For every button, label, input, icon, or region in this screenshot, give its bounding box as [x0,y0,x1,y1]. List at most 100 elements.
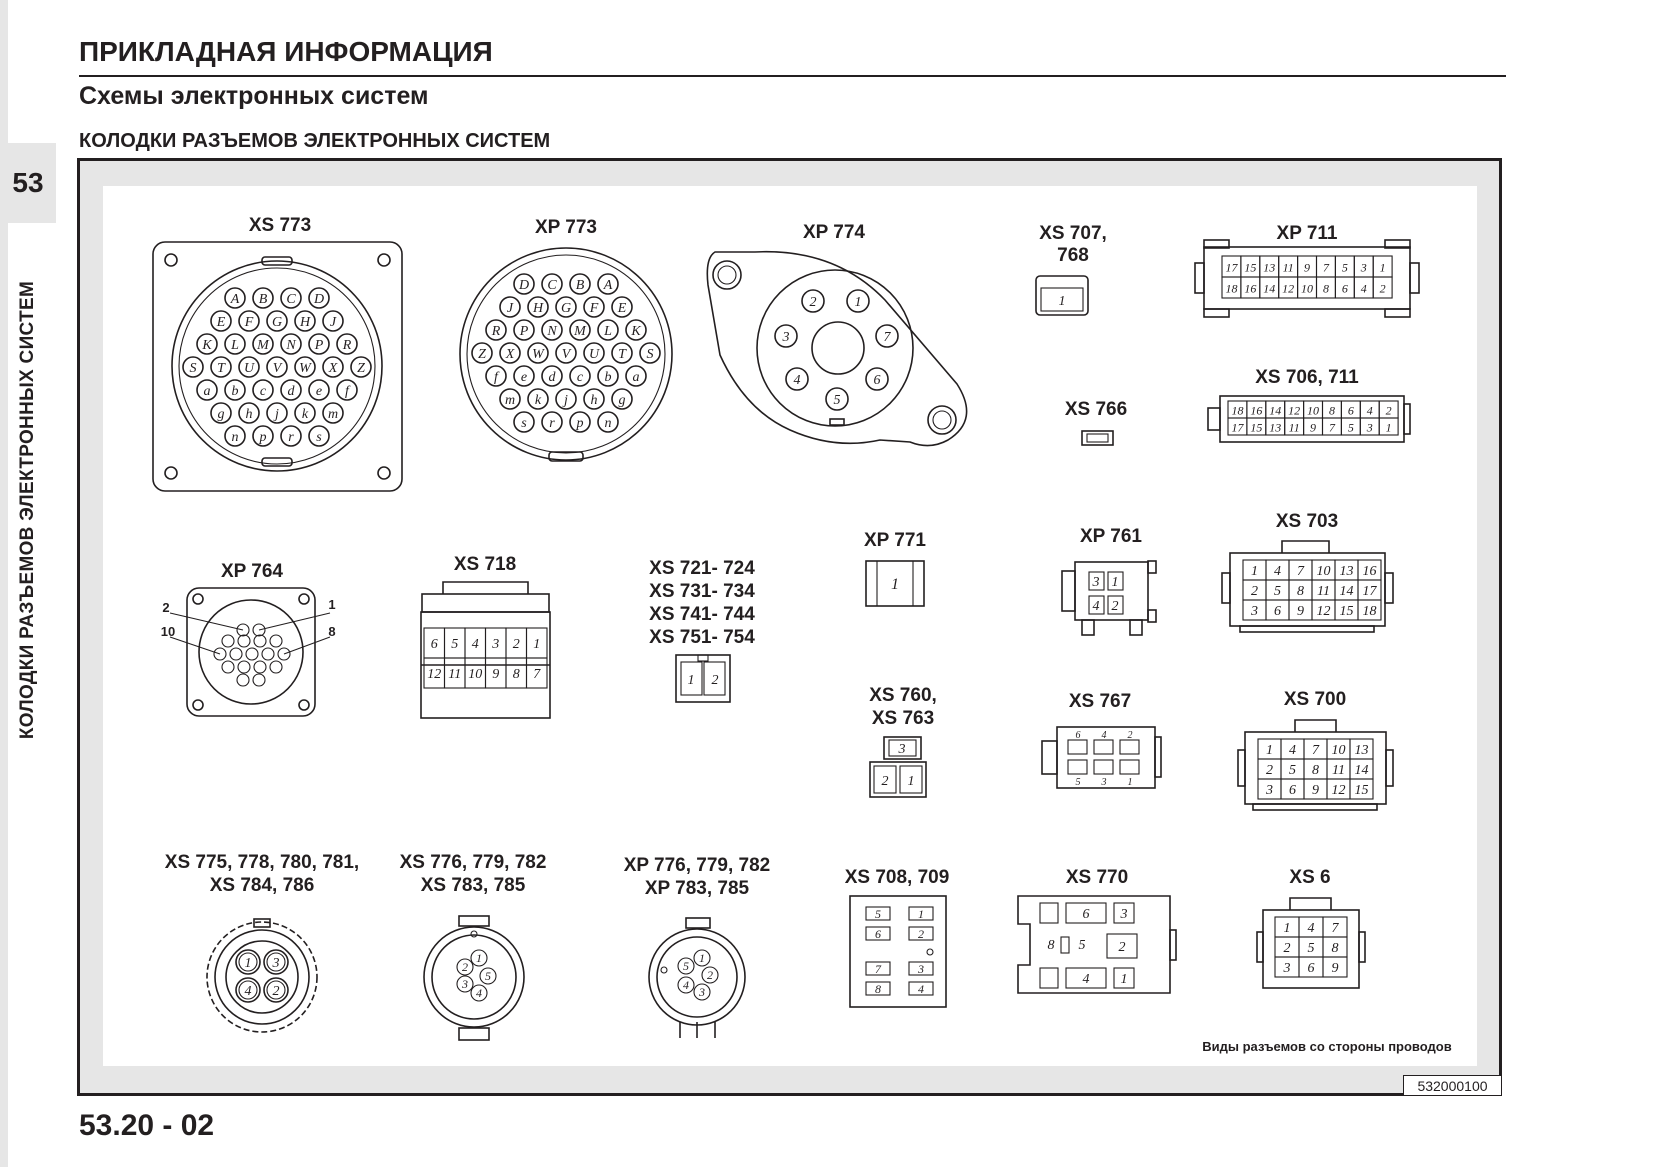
marker [660,966,668,974]
pin: 10 [1311,559,1336,581]
svg-text:M: M [256,338,270,353]
pin: f [485,365,507,387]
svg-text:b: b [232,384,239,399]
svg-text:10: 10 [1332,743,1346,758]
svg-text:S: S [647,347,654,362]
latch [1203,239,1230,249]
pin: 16 [1246,400,1267,419]
pin: c [252,379,274,401]
pin: J [499,296,521,318]
svg-text:L: L [230,338,239,353]
connector-label: XP 771 [864,530,926,551]
pin: 1 [693,949,711,967]
pin-cavity [703,661,726,696]
svg-text:G: G [561,301,571,316]
svg-text:S: S [190,361,197,376]
pin: U [238,356,260,378]
svg-text:C: C [547,278,557,293]
pin: 16 [1357,559,1382,581]
connector-face [171,260,383,472]
svg-text:11: 11 [448,667,461,682]
pin: 2 [801,289,825,313]
svg-text:7: 7 [1332,921,1340,936]
svg-text:4: 4 [472,637,479,652]
connector-label: XP 776, 779, 782 [624,855,771,876]
mount-hole [927,405,957,435]
svg-text:U: U [589,347,600,362]
pin: 5 [479,967,497,985]
pin: 9 [1297,255,1318,278]
svg-text:15: 15 [1244,261,1256,275]
pin: L [597,319,619,341]
pin: R [485,319,507,341]
pin-label: 5 [1076,777,1081,788]
svg-text:3: 3 [1283,961,1291,976]
svg-text:3: 3 [491,637,499,652]
pin: 11 [1311,579,1336,601]
svg-text:9: 9 [1310,421,1316,435]
connector-insert [225,940,299,1014]
pin: 1 [846,289,870,313]
pin: T [210,356,232,378]
connector-label: XS 783, 785 [421,875,526,896]
pin: G [555,296,577,318]
pin: G [266,310,288,332]
svg-text:k: k [535,393,542,408]
connector-housing [865,560,925,607]
pin: 14 [1265,400,1286,419]
latch [1203,308,1230,318]
connector-label: XS 767 [1069,691,1131,712]
svg-text:e: e [521,370,527,385]
pin-cavity [1060,936,1070,954]
key-slot [261,457,293,467]
pin-label: 2 [712,673,719,688]
center-hub [811,321,865,375]
svg-text:B: B [576,278,585,293]
connector-label: XS 751- 754 [649,627,755,648]
pin: 3 [263,949,289,975]
pin: 9 [1288,599,1313,621]
svg-text:13: 13 [1355,743,1369,758]
pin: n [224,425,246,447]
connector-label: 768 [1057,245,1089,266]
latch-top [442,581,529,594]
pin: 17 [1227,417,1248,436]
pin: F [238,310,260,332]
pin: 3 [1353,255,1374,278]
svg-text:1: 1 [533,637,540,652]
svg-text:d: d [549,370,557,385]
svg-text:F: F [589,301,599,316]
section-title: КОЛОДКИ РАЗЪЕМОВ ЭЛЕКТРОННЫХ СИСТЕМ [79,130,551,152]
connector-xs767: XS 767 6 4 2 5 3 1 [1041,691,1162,789]
svg-text:11: 11 [1289,421,1300,435]
pin: 13 [1259,255,1280,278]
svg-text:8: 8 [1312,763,1319,778]
latch-top [458,915,490,927]
pin: 12 [1326,778,1351,800]
pin: 13 [1265,417,1286,436]
svg-text:N: N [285,338,296,353]
svg-text:T: T [217,361,226,376]
side-lock [1358,931,1366,963]
pin: 3 [484,627,507,659]
pin: 10 [464,657,487,689]
svg-text:15: 15 [1340,604,1354,619]
pin-label: 1 [688,673,695,688]
connector-face [459,247,673,461]
svg-text:18: 18 [1231,404,1243,418]
connector-ring [206,921,318,1033]
pin-label: 5 [1079,938,1086,953]
pin: 13 [1334,559,1359,581]
svg-text:7: 7 [1323,261,1330,275]
svg-text:15: 15 [1355,783,1369,798]
latch [1384,308,1411,318]
figure-code: 532000100 [1403,1075,1502,1096]
pin: Z [471,342,493,364]
svg-text:12: 12 [1288,404,1300,418]
svg-text:1: 1 [699,951,705,965]
connector-face [648,928,746,1026]
mount-hole [164,466,178,480]
pin: 5 [825,387,849,411]
